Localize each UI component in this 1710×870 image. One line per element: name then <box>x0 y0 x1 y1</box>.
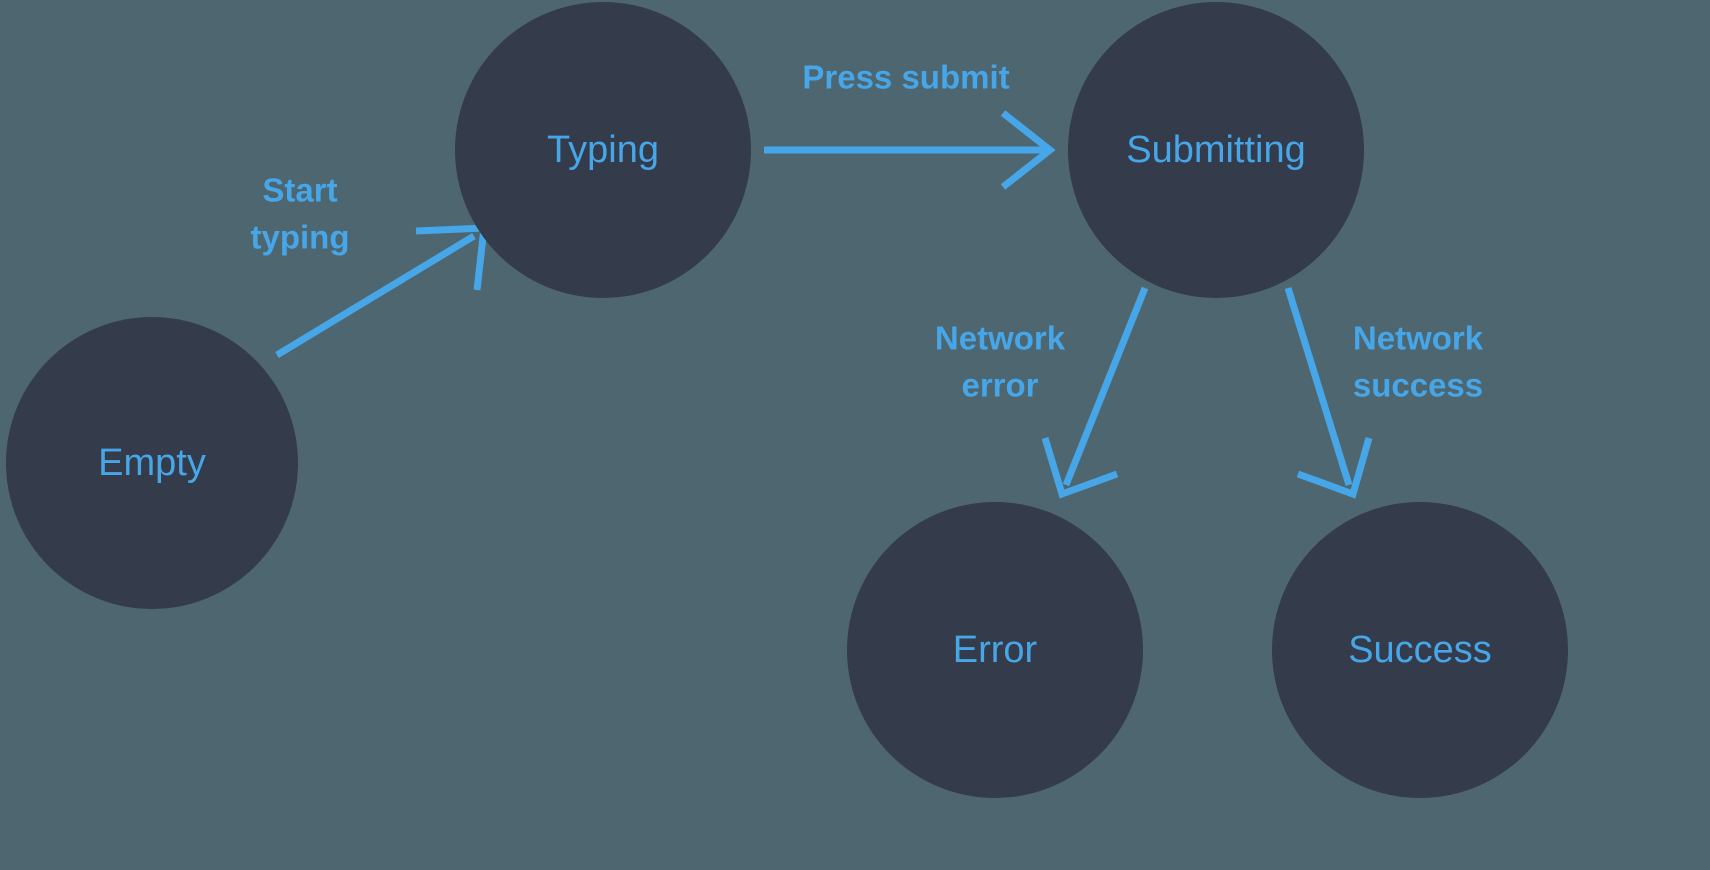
state-node-typing-circle[interactable] <box>455 2 751 298</box>
start-typing-label-line2: typing <box>251 219 350 256</box>
press-submit-label-line1: Press submit <box>802 59 1009 96</box>
network-error-label-line2: error <box>961 367 1038 404</box>
network-success-arrow-line <box>1284 286 1353 487</box>
start-typing-arrow-line <box>275 233 476 358</box>
state-node-submitting-circle[interactable] <box>1068 2 1364 298</box>
state-node-success-circle[interactable] <box>1272 502 1568 798</box>
transition-start-typing: Start typing <box>251 172 488 358</box>
network-success-label-line1: Network <box>1353 320 1484 357</box>
start-typing-label-line1: Start <box>262 172 337 209</box>
state-node-typing[interactable]: Typing <box>455 2 751 298</box>
transition-network-success: Network success <box>1284 286 1484 499</box>
state-node-success[interactable]: Success <box>1272 502 1568 798</box>
state-node-error-label: Error <box>953 629 1038 671</box>
state-node-typing-label: Typing <box>547 129 659 171</box>
state-node-submitting-label: Submitting <box>1126 129 1306 171</box>
state-node-submitting[interactable]: Submitting <box>1068 2 1364 298</box>
state-node-error[interactable]: Error <box>847 502 1143 798</box>
state-node-success-label: Success <box>1348 629 1492 671</box>
press-submit-arrowhead <box>1000 110 1056 190</box>
network-error-arrowhead <box>1041 436 1119 499</box>
state-node-empty-circle[interactable] <box>6 317 298 609</box>
transition-press-submit: Press submit <box>764 59 1056 190</box>
network-error-label-line1: Network <box>935 320 1066 357</box>
state-node-empty-label: Empty <box>98 442 206 484</box>
network-success-arrowhead <box>1296 437 1373 499</box>
network-success-label-line2: success <box>1353 367 1483 404</box>
state-node-error-circle[interactable] <box>847 502 1143 798</box>
network-error-arrow-line <box>1062 286 1149 487</box>
state-node-empty[interactable]: Empty <box>6 317 298 609</box>
transition-network-error: Network error <box>935 286 1149 499</box>
